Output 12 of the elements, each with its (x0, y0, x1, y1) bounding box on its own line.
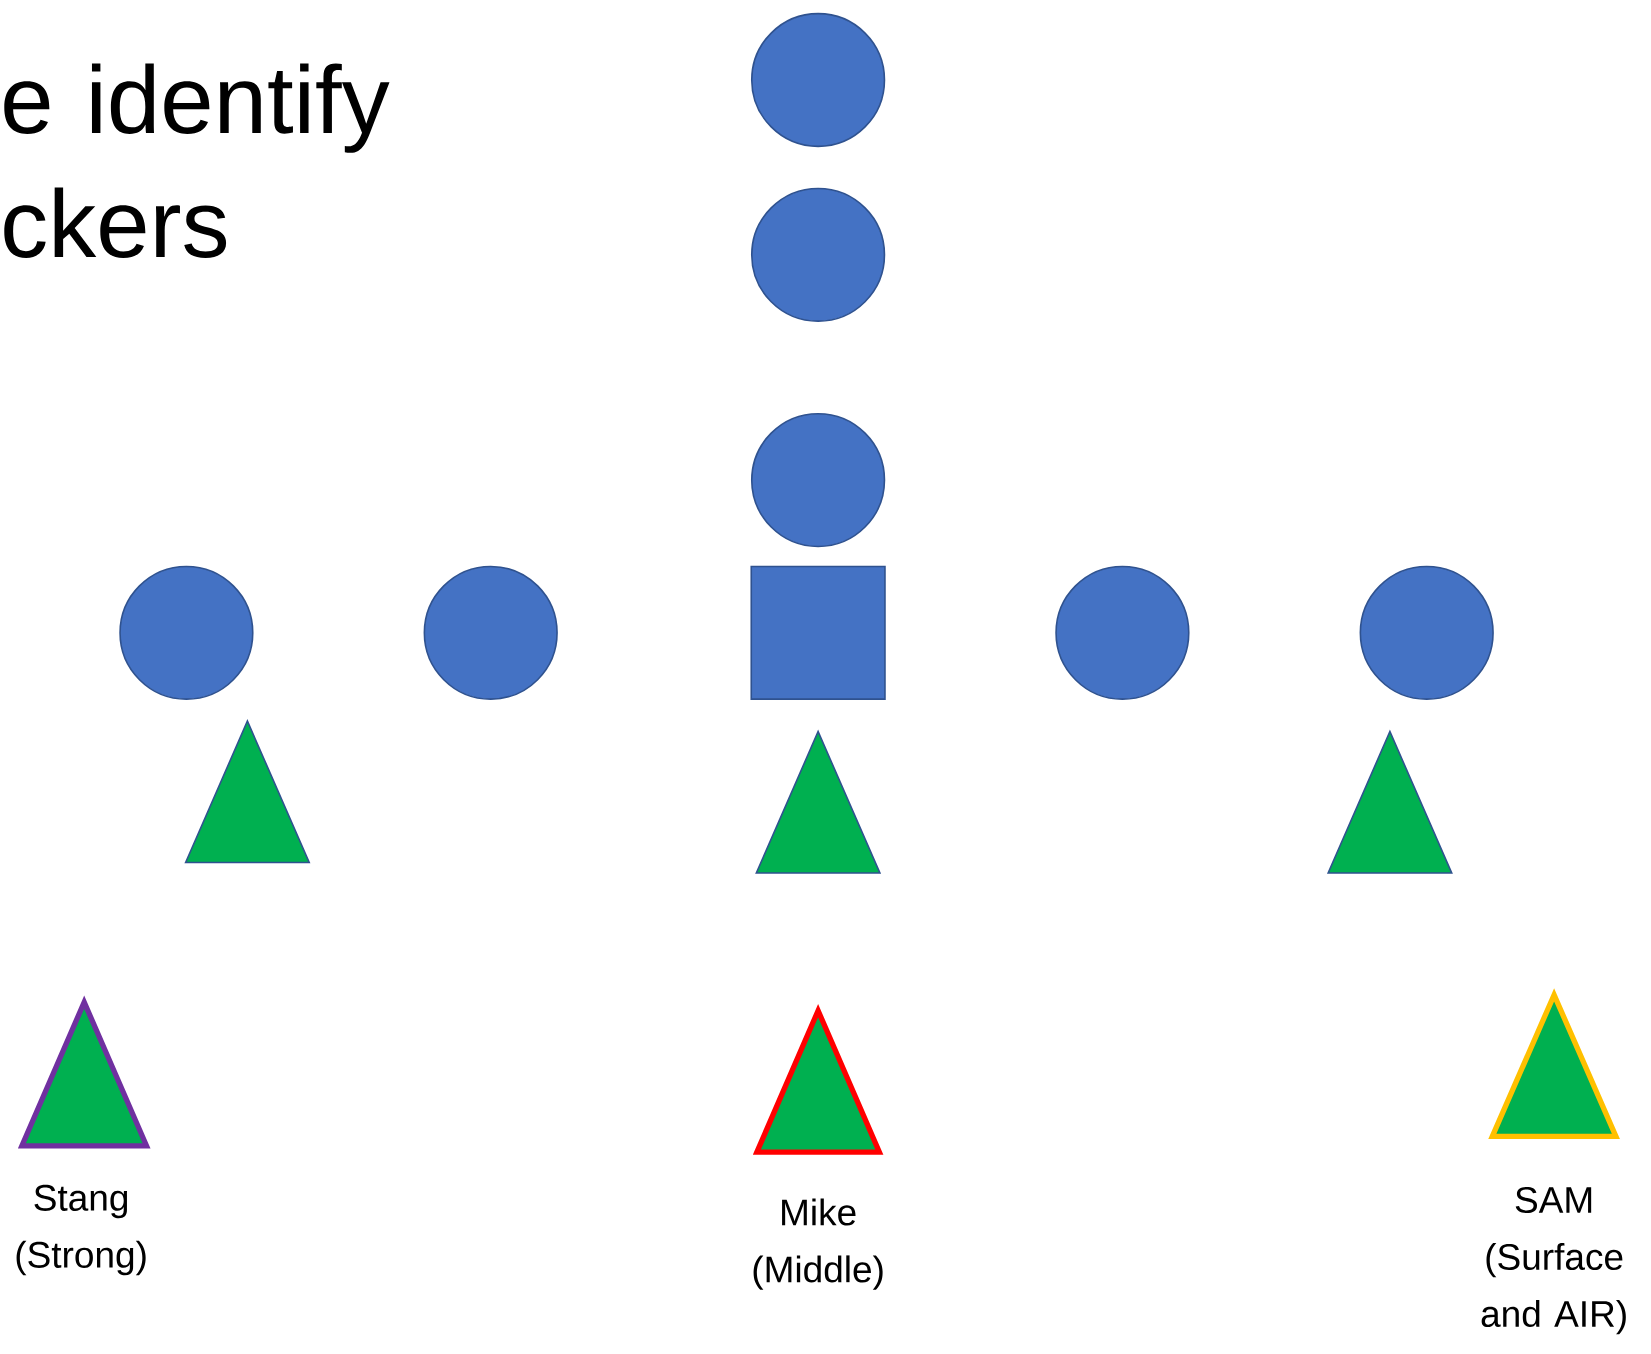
square (750, 565, 886, 700)
circle (1359, 565, 1494, 700)
shape-caption: Stang (Strong) (16, 1184, 146, 1276)
circle (750, 412, 886, 548)
circle (1055, 565, 1190, 700)
shape-caption: SAM (Surface and AIR) (1481, 1186, 1626, 1335)
title: e identify ckers (4, 63, 390, 258)
circle (750, 12, 886, 148)
circle (423, 565, 558, 700)
shape-caption: Mike (Middle) (753, 1198, 883, 1290)
circle (750, 187, 886, 322)
circle (119, 565, 254, 700)
